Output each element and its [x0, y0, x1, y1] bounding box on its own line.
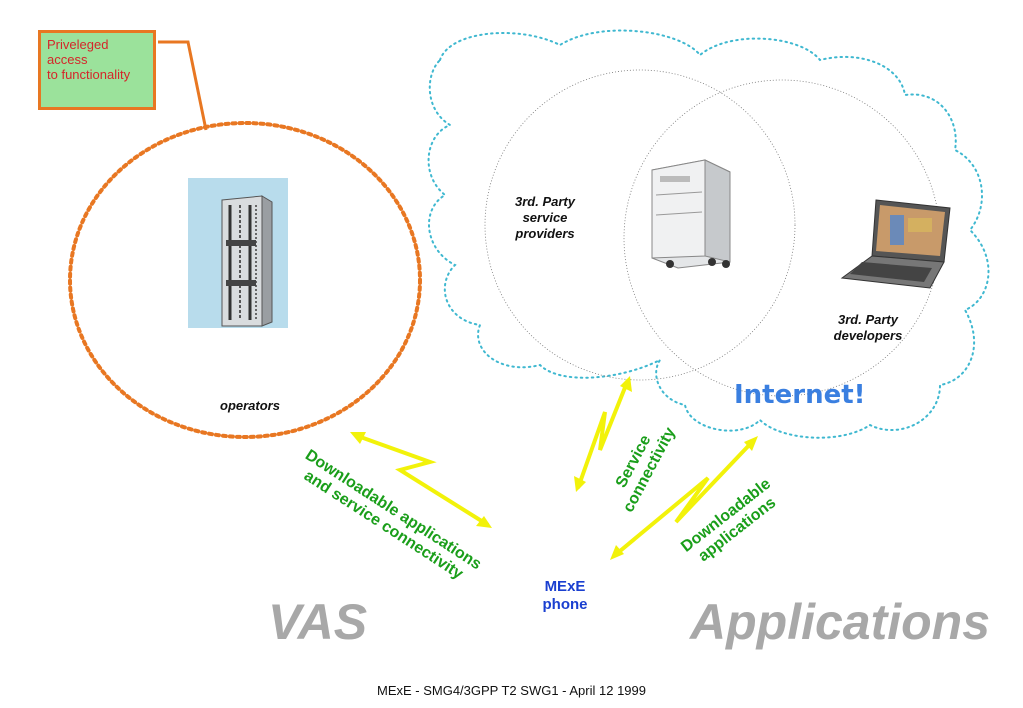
internet-cloud [427, 29, 990, 439]
third-party-developers-label: 3rd. Party developers [833, 312, 903, 343]
server-rack-icon [188, 178, 288, 328]
third-party-providers-label: 3rd. Party service providers [515, 194, 575, 241]
footer-text: MExE - SMG4/3GPP T2 SWG1 - April 12 1999 [376, 683, 646, 698]
mexe-phone-label: MExE phone [542, 578, 588, 613]
zigzag-operators-link [350, 432, 492, 528]
operators-label: operators [220, 398, 280, 413]
laptop-icon [840, 199, 951, 289]
zigzag-applications-link [610, 436, 758, 560]
zigzag-service-link [574, 376, 632, 492]
internet-label: Internet! [734, 380, 866, 410]
tower-server-icon [651, 159, 731, 269]
providers-circle [484, 69, 796, 381]
callout-line: Priveleged [47, 37, 109, 52]
privileged-access-callout: Priveleged access to functionality [38, 30, 156, 110]
vas-title: VAS [268, 594, 368, 650]
applications-title: Applications [690, 594, 991, 650]
operators-circle [68, 121, 422, 439]
callout-line: access [47, 52, 88, 67]
callout-connector [158, 40, 208, 131]
callout-line: to functionality [47, 67, 131, 82]
